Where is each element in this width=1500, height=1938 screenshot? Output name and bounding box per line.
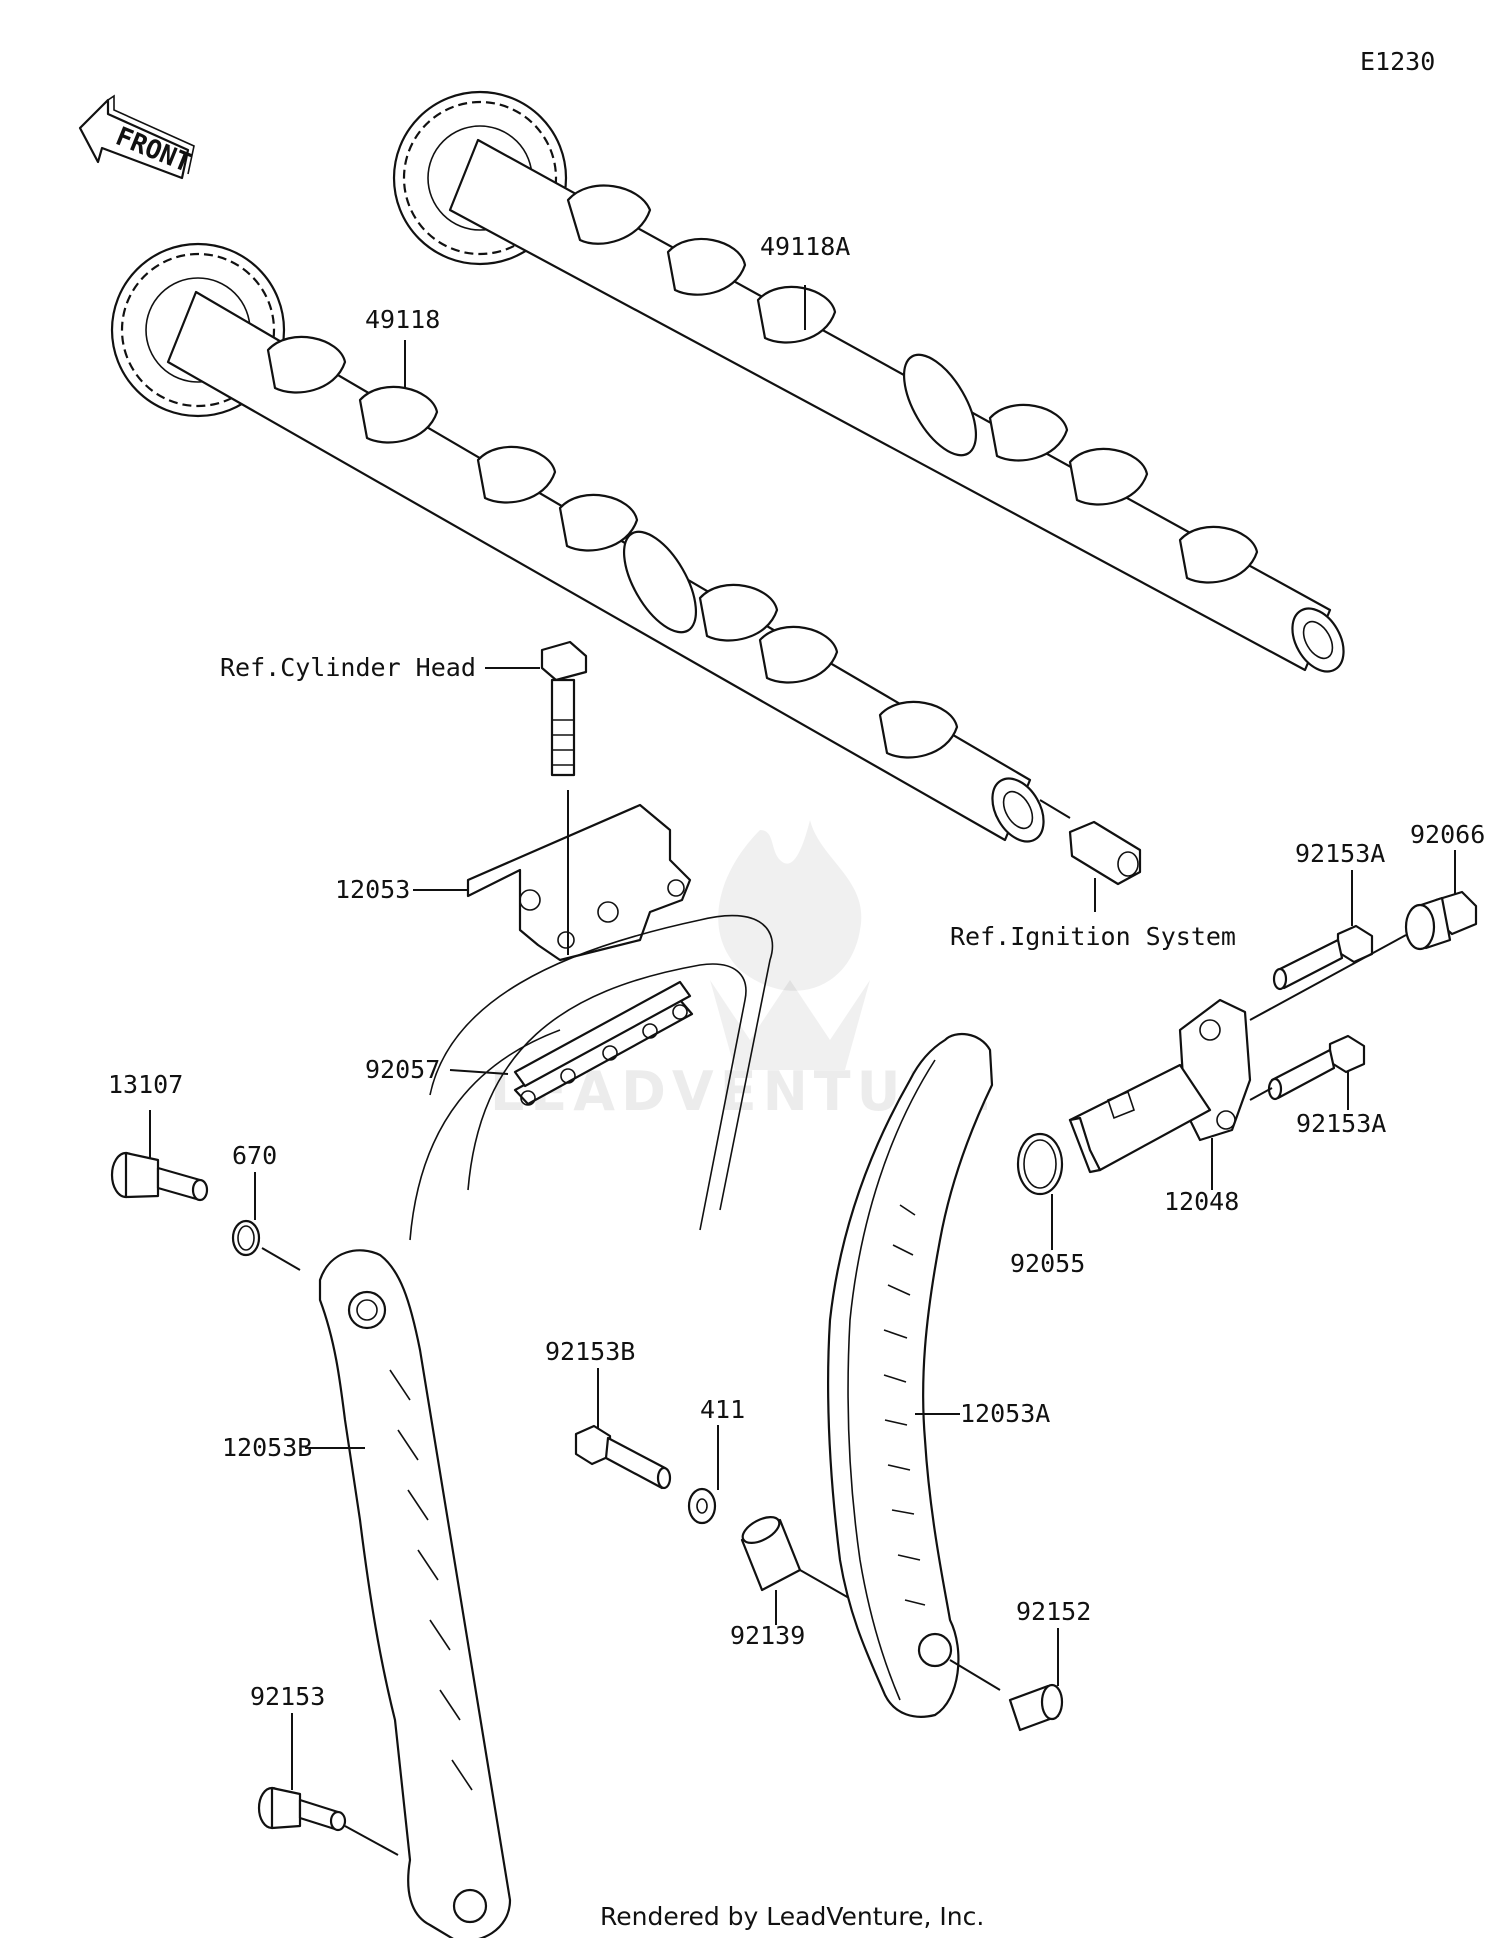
- callout-92153A-top: 92153A: [1295, 839, 1385, 868]
- chain-guide-12053: [466, 790, 692, 962]
- callout-12053B: 12053B: [222, 1433, 312, 1462]
- ignition-rotor-part: [1068, 820, 1142, 912]
- callout-92055: 92055: [1010, 1249, 1085, 1278]
- callout-670: 670: [232, 1141, 277, 1170]
- tensioner-guide-12053B: [318, 1249, 512, 1938]
- cap-bolt-92066: [1404, 890, 1478, 951]
- callout-12053A: 12053A: [960, 1399, 1050, 1428]
- front-label: FRONT: [111, 122, 195, 179]
- callout-92153A-bottom: 92153A: [1296, 1109, 1386, 1138]
- bolt-92153: [257, 1786, 347, 1832]
- bolt-92153A-bottom: [1267, 1034, 1366, 1101]
- chain-tensioner-12048: [1068, 998, 1252, 1174]
- callout-92066: 92066: [1410, 820, 1485, 849]
- callout-49118A: 49118A: [760, 232, 850, 261]
- callout-92153B: 92153B: [545, 1337, 635, 1366]
- bolt-92153B: [574, 1424, 672, 1490]
- camshaft-49118A: [392, 90, 1345, 673]
- ref-cylinder-head: Ref.Cylinder Head: [220, 653, 476, 682]
- chain-guide-12053A: [826, 1032, 994, 1718]
- callout-12053: 12053: [335, 875, 410, 904]
- callout-49118: 49118: [365, 305, 440, 334]
- diagram-code: E1230: [1360, 47, 1435, 76]
- callout-92152: 92152: [1016, 1597, 1091, 1626]
- ref-ignition-system: Ref.Ignition System: [950, 922, 1236, 951]
- collar-92152: [1008, 1683, 1064, 1732]
- pivot-bolt-13107: [110, 1151, 209, 1202]
- callout-411: 411: [700, 1395, 745, 1424]
- callout-92057: 92057: [365, 1055, 440, 1084]
- callout-13107: 13107: [108, 1070, 183, 1099]
- o-ring-92055: [1016, 1132, 1064, 1196]
- callout-12048: 12048: [1164, 1187, 1239, 1216]
- collar-92139: [740, 1516, 802, 1592]
- camshaft-49118: [110, 242, 1045, 843]
- callout-92153: 92153: [250, 1682, 325, 1711]
- cam-chain-92057: [409, 914, 774, 1241]
- bolt-92153A-top: [1272, 924, 1374, 991]
- footer-credit: Rendered by LeadVenture, Inc.: [600, 1902, 984, 1931]
- front-direction-arrow-icon: FRONT: [78, 94, 195, 180]
- cylinder-head-bolt: [540, 640, 588, 777]
- washer-411: [687, 1487, 717, 1525]
- callout-92139: 92139: [730, 1621, 805, 1650]
